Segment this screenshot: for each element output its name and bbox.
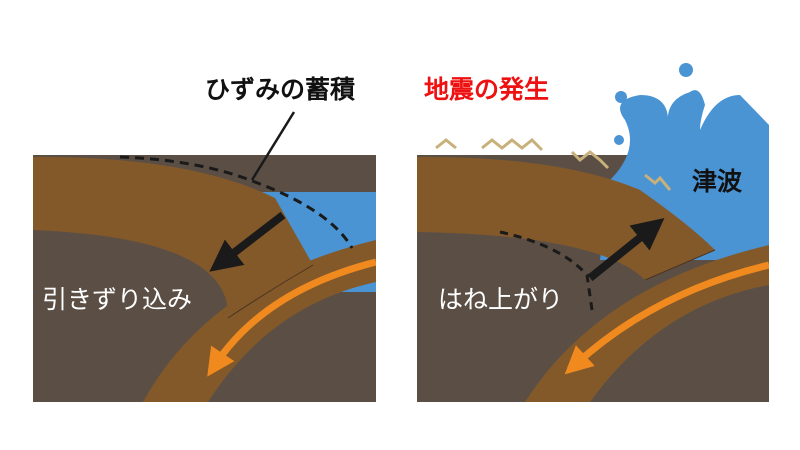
right-panel-title: 地震の発生 [424,75,550,104]
spray-drop [614,135,624,145]
plate-boundary-line [227,264,314,319]
plate-boundary-line [644,249,716,281]
drag-in-label: 引きずり込み [42,285,193,314]
upper-plate [33,156,313,318]
spray-drop [679,63,693,77]
shaking-lines [435,137,672,191]
left-panel [33,155,376,402]
tsunami-label: 津波 [692,167,743,196]
rebound-label: はね上がり [438,285,564,314]
rebound-dashed-outline [499,230,594,311]
rebound-arrow [587,217,665,282]
strain-dashed-outline [119,155,354,249]
subduction-arrow [564,261,769,375]
left-panel-title: ひずみの蓄積 [205,75,356,104]
spray-drop [615,91,627,103]
strain-pointer-line [250,111,296,181]
subduction-arrow [207,258,376,377]
drag-arrow [209,211,286,272]
right-panel [417,63,769,402]
